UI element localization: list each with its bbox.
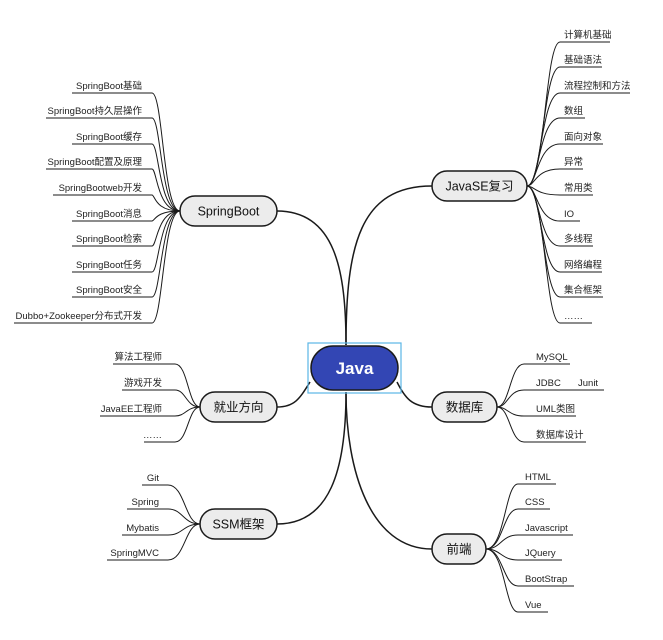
leaf-springboot-config[interactable]: SpringBoot配置及原理 — [47, 157, 142, 168]
leaf-uml[interactable]: UML类图 — [536, 403, 575, 415]
leaf-springboot-web[interactable]: SpringBootweb开发 — [59, 182, 143, 194]
leaf-springboot-cache[interactable]: SpringBoot缓存 — [76, 131, 143, 143]
topic-database-label: 数据库 — [446, 400, 484, 415]
leaf-vue[interactable]: Vue — [525, 600, 542, 611]
root-connectors — [276, 185, 433, 550]
topic-javase[interactable]: JavaSE复习 — [431, 170, 528, 202]
leaf-algorithm-engineer[interactable]: 算法工程师 — [114, 351, 162, 363]
leaf-mysql[interactable]: MySQL — [536, 352, 568, 363]
leaf-springboot-persistence[interactable]: SpringBoot持久层操作 — [47, 105, 142, 117]
leaf-javascript[interactable]: Javascript — [525, 523, 568, 534]
leaf-computer-basics[interactable]: 计算机基础 — [564, 29, 612, 41]
leaf-db-design[interactable]: 数据库设计 — [536, 429, 584, 441]
leaf-exceptions[interactable]: 异常 — [564, 156, 583, 168]
leaf-springmvc[interactable]: SpringMVC — [110, 548, 159, 559]
leaf-springboot-messaging[interactable]: SpringBoot消息 — [76, 208, 142, 220]
leaf-html[interactable]: HTML — [525, 472, 551, 483]
root-node[interactable] — [310, 345, 399, 391]
leaf-junit[interactable]: Junit — [578, 378, 598, 389]
leaf-basic-syntax[interactable]: 基础语法 — [564, 54, 602, 66]
leaf-dubbo-zookeeper[interactable]: Dubbo+Zookeeper分布式开发 — [16, 310, 143, 322]
leaf-flow-control[interactable]: 流程控制和方法 — [564, 80, 631, 92]
leaf-javaee-engineer[interactable]: JavaEE工程师 — [101, 403, 162, 415]
connector-database — [396, 381, 433, 408]
frontend-leaves: HTML CSS Javascript JQuery BootStrap Vue — [525, 472, 568, 611]
leaf-springboot-search[interactable]: SpringBoot检索 — [76, 233, 142, 245]
connector-springboot — [276, 210, 347, 346]
root-label: Java — [336, 359, 374, 378]
leaf-common-classes[interactable]: 常用类 — [564, 182, 593, 194]
leaf-css[interactable]: CSS — [525, 497, 545, 508]
topic-ssm-label: SSM框架 — [212, 518, 264, 532]
career-leaves: 算法工程师 游戏开发 JavaEE工程师 …… — [101, 351, 163, 441]
root-selection-frame — [307, 342, 402, 394]
career-branch-lines — [100, 363, 201, 443]
ssm-leaves: Git Spring Mybatis SpringMVC — [110, 473, 159, 559]
database-branch-lines — [496, 363, 604, 443]
leaf-game-dev[interactable]: 游戏开发 — [124, 377, 163, 389]
leaf-oop[interactable]: 面向对象 — [564, 131, 603, 143]
leaf-bootstrap[interactable]: BootStrap — [525, 574, 567, 585]
leaf-career-more[interactable]: …… — [143, 430, 162, 441]
leaf-springboot-basics[interactable]: SpringBoot基础 — [76, 80, 142, 92]
topic-springboot[interactable]: SpringBoot — [179, 195, 278, 227]
leaf-jdbc[interactable]: JDBC — [536, 378, 561, 389]
springboot-branch-lines — [14, 92, 181, 324]
connector-career — [276, 381, 311, 408]
leaf-javase-more[interactable]: …… — [564, 311, 583, 322]
topic-database[interactable]: 数据库 — [431, 391, 498, 423]
leaf-springboot-tasks[interactable]: SpringBoot任务 — [76, 259, 143, 271]
springboot-leaves: SpringBoot基础 SpringBoot持久层操作 SpringBoot缓… — [16, 80, 143, 322]
leaf-collections[interactable]: 集合框架 — [564, 284, 603, 296]
ssm-branch-lines — [107, 484, 201, 561]
leaf-jquery[interactable]: JQuery — [525, 548, 556, 559]
javase-leaves: 计算机基础 基础语法 流程控制和方法 数组 面向对象 异常 常用类 IO 多线程… — [564, 29, 631, 322]
topic-frontend[interactable]: 前端 — [431, 533, 487, 565]
javase-branch-lines — [526, 41, 630, 324]
connector-javase — [345, 185, 433, 346]
frontend-branch-lines — [485, 483, 574, 613]
topic-ssm[interactable]: SSM框架 — [199, 508, 278, 540]
connector-frontend — [345, 391, 433, 550]
leaf-mybatis[interactable]: Mybatis — [126, 523, 159, 534]
leaf-spring[interactable]: Spring — [132, 497, 159, 508]
leaf-networking[interactable]: 网络编程 — [564, 259, 603, 271]
connector-ssm — [276, 391, 347, 525]
database-leaves: MySQL JDBC Junit UML类图 数据库设计 — [536, 352, 598, 441]
topic-javase-label: JavaSE复习 — [445, 180, 513, 194]
leaf-springboot-security[interactable]: SpringBoot安全 — [76, 284, 143, 296]
topic-springboot-label: SpringBoot — [198, 205, 260, 219]
topic-career[interactable]: 就业方向 — [199, 391, 278, 423]
topic-career-label: 就业方向 — [213, 400, 263, 415]
leaf-multithreading[interactable]: 多线程 — [564, 233, 593, 245]
leaf-arrays[interactable]: 数组 — [564, 105, 584, 117]
topic-frontend-label: 前端 — [446, 542, 471, 557]
leaf-io[interactable]: IO — [564, 209, 574, 220]
leaf-git[interactable]: Git — [147, 473, 160, 484]
